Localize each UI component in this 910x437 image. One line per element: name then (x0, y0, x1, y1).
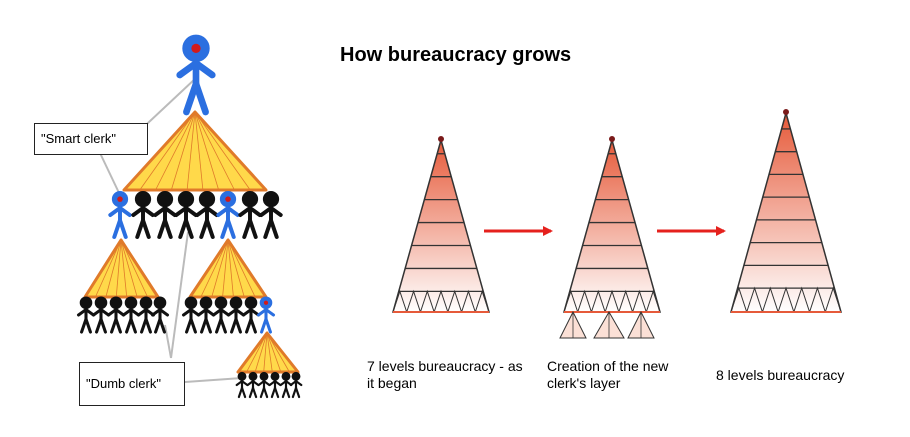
dumb-clerk-figure (150, 296, 170, 334)
dumb-clerk-figure (181, 296, 201, 334)
smart-clerk-figure (216, 191, 240, 239)
dumb-clerk-callout: "Dumb clerk" (79, 362, 185, 406)
dumb-clerk-figure (226, 296, 246, 334)
diagram-title: How bureaucracy grows (340, 44, 572, 66)
smart-clerk-callout: "Smart clerk" (34, 123, 148, 155)
dumb-clerk-figure (235, 371, 249, 399)
smart-clerk-figure (256, 296, 276, 334)
dumb-clerk-figure (241, 296, 261, 334)
dumb-clerk-figure (259, 191, 283, 239)
dumb-clerk-figure (91, 296, 111, 334)
team-fan-bottom (236, 331, 300, 374)
dumb-clerk-figure (136, 296, 156, 334)
team-fan-top (122, 110, 268, 192)
dumb-clerk-figure (195, 191, 219, 239)
pyramid-seven-levels (392, 136, 490, 313)
dumb-clerk-figure (238, 191, 262, 239)
connector-line (99, 152, 121, 196)
caption-seven-levels: 7 levels bureaucracy - as it began (367, 358, 523, 391)
dumb-clerk-figure (257, 371, 271, 399)
dumb-clerk-figure (196, 296, 216, 334)
smart-clerk-figure (108, 191, 132, 239)
team-fan-right (188, 238, 268, 299)
pyramid-new-layer (563, 136, 661, 313)
new-clerk-layer (559, 310, 655, 339)
dumb-clerk-figure (153, 191, 177, 239)
dumb-clerk-figure (246, 371, 260, 399)
dumb-clerk-figure (106, 296, 126, 334)
caption-new-layer: Creation of the new clerk's layer (547, 358, 669, 391)
dumb-clerk-figure (174, 191, 198, 239)
dumb-clerk-figure (268, 371, 282, 399)
dumb-clerk-figure (76, 296, 96, 334)
dumb-clerk-figure (279, 371, 293, 399)
pyramid-eight-levels (730, 109, 842, 313)
dumb-clerk-figure (211, 296, 231, 334)
caption-eight-levels: 8 levels bureaucracy (716, 367, 845, 383)
dumb-clerk-figure (131, 191, 155, 239)
team-fan-left (83, 238, 160, 299)
connector-line (170, 231, 189, 359)
top-manager-figure (176, 34, 216, 116)
connector-line (164, 324, 172, 359)
dumb-clerk-figure (121, 296, 141, 334)
dumb-clerk-figure (289, 371, 303, 399)
